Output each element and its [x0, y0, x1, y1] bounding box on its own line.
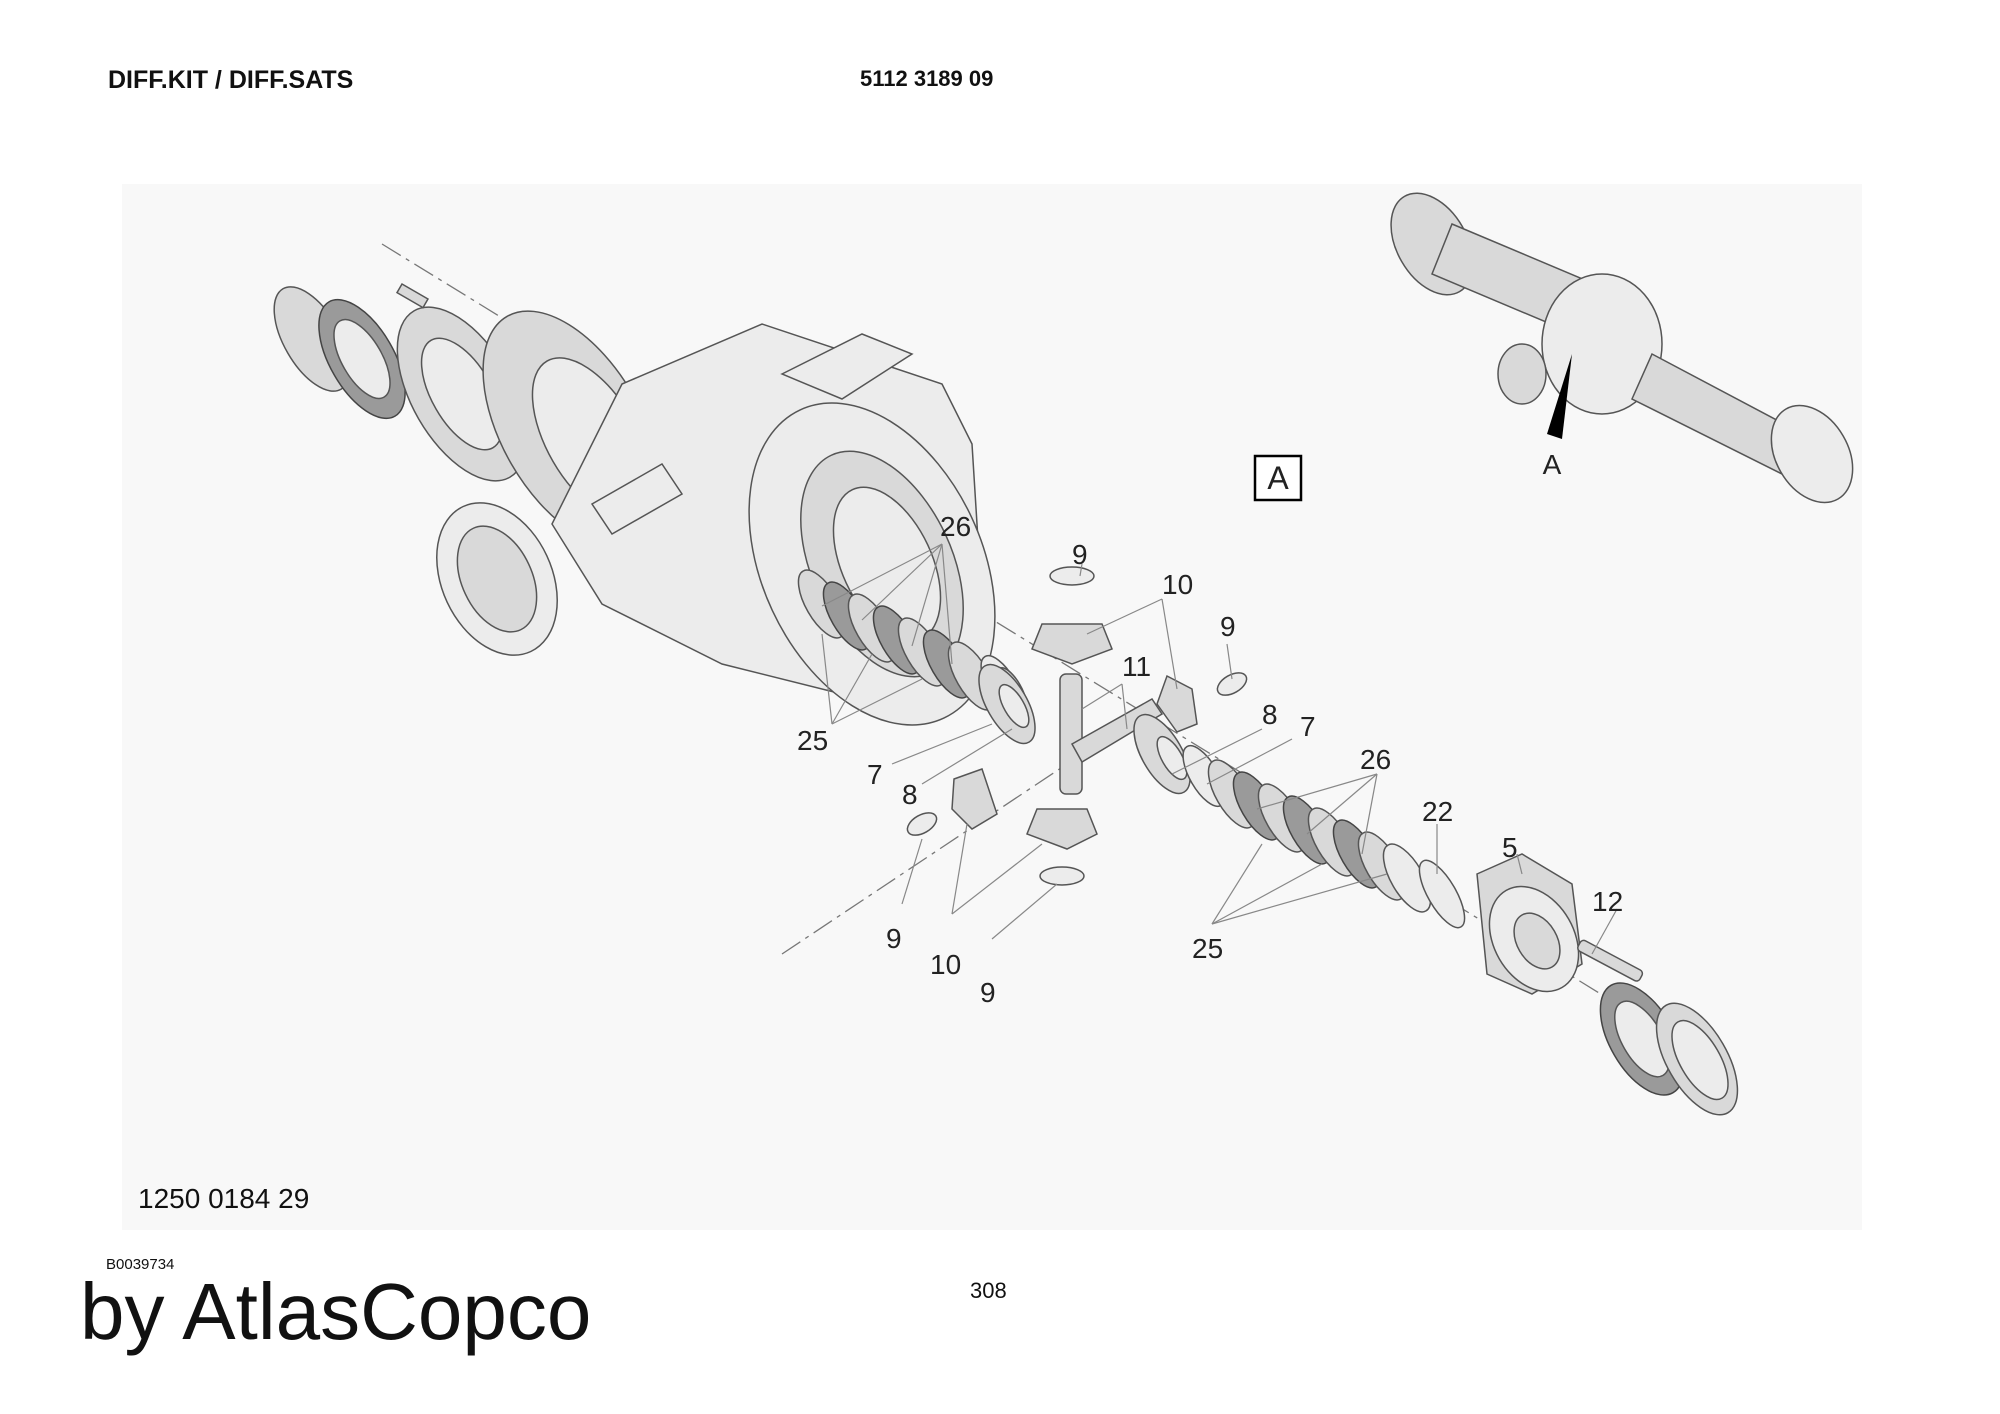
- page-number: 308: [970, 1278, 1007, 1303]
- callout-22: 22: [1422, 796, 1453, 827]
- differential-case-half: [1418, 853, 1644, 995]
- callout-25-upper: 25: [797, 725, 828, 756]
- planet-gear-top: [1031, 566, 1113, 665]
- callout-10-bottom: 10: [930, 949, 961, 980]
- callout-8-upper: 8: [902, 779, 918, 810]
- callout-26-lower: 26: [1360, 744, 1391, 775]
- view-label-box: [1253, 454, 1303, 502]
- image-reference: B0039734: [106, 1256, 175, 1273]
- exploded-view-drawing: A A: [122, 184, 1862, 1230]
- callout-9-bottom: 9: [980, 977, 996, 1008]
- drawing-number: 1250 0184 29: [138, 1183, 310, 1214]
- planet-gear-right: [1156, 672, 1248, 733]
- document-part-number: 5112 3189 09: [860, 66, 994, 91]
- leader-lines: [821, 543, 1618, 955]
- detail-arrow-label: A: [1543, 449, 1562, 480]
- callout-8-lower: 8: [1262, 699, 1278, 730]
- callout-12: 12: [1592, 886, 1623, 917]
- view-label: A: [1267, 460, 1289, 496]
- callout-9-top: 9: [1072, 539, 1088, 570]
- callout-7-upper: 7: [867, 759, 883, 790]
- bearing-adjuster-lower: [1599, 982, 1739, 1116]
- callout-5: 5: [1502, 832, 1518, 863]
- document-title: DIFF.KIT / DIFF.SATS: [108, 66, 354, 94]
- side-gear-upper: [978, 663, 1036, 745]
- brand-watermark: by AtlasCopco: [80, 1267, 592, 1356]
- pinion-axis: [781, 753, 1083, 955]
- callout-9-left: 9: [886, 923, 902, 954]
- planet-gear-bottom: [1026, 808, 1098, 886]
- drawing-canvas: A A: [273, 192, 1854, 1116]
- callout-11: 11: [1122, 651, 1151, 682]
- disc-stack-lower: [1207, 759, 1432, 913]
- callout-10-top: 10: [1162, 569, 1193, 600]
- callout-9-right: 9: [1220, 611, 1236, 642]
- callout-26-upper: 26: [940, 511, 971, 542]
- axle-overview-illustration: [1390, 192, 1854, 504]
- cross-pin: [1059, 673, 1164, 795]
- callout-25-lower: 25: [1192, 933, 1223, 964]
- callout-7-lower: 7: [1300, 711, 1316, 742]
- planet-gear-left: [906, 768, 998, 836]
- assembly-axis: [381, 243, 1683, 1045]
